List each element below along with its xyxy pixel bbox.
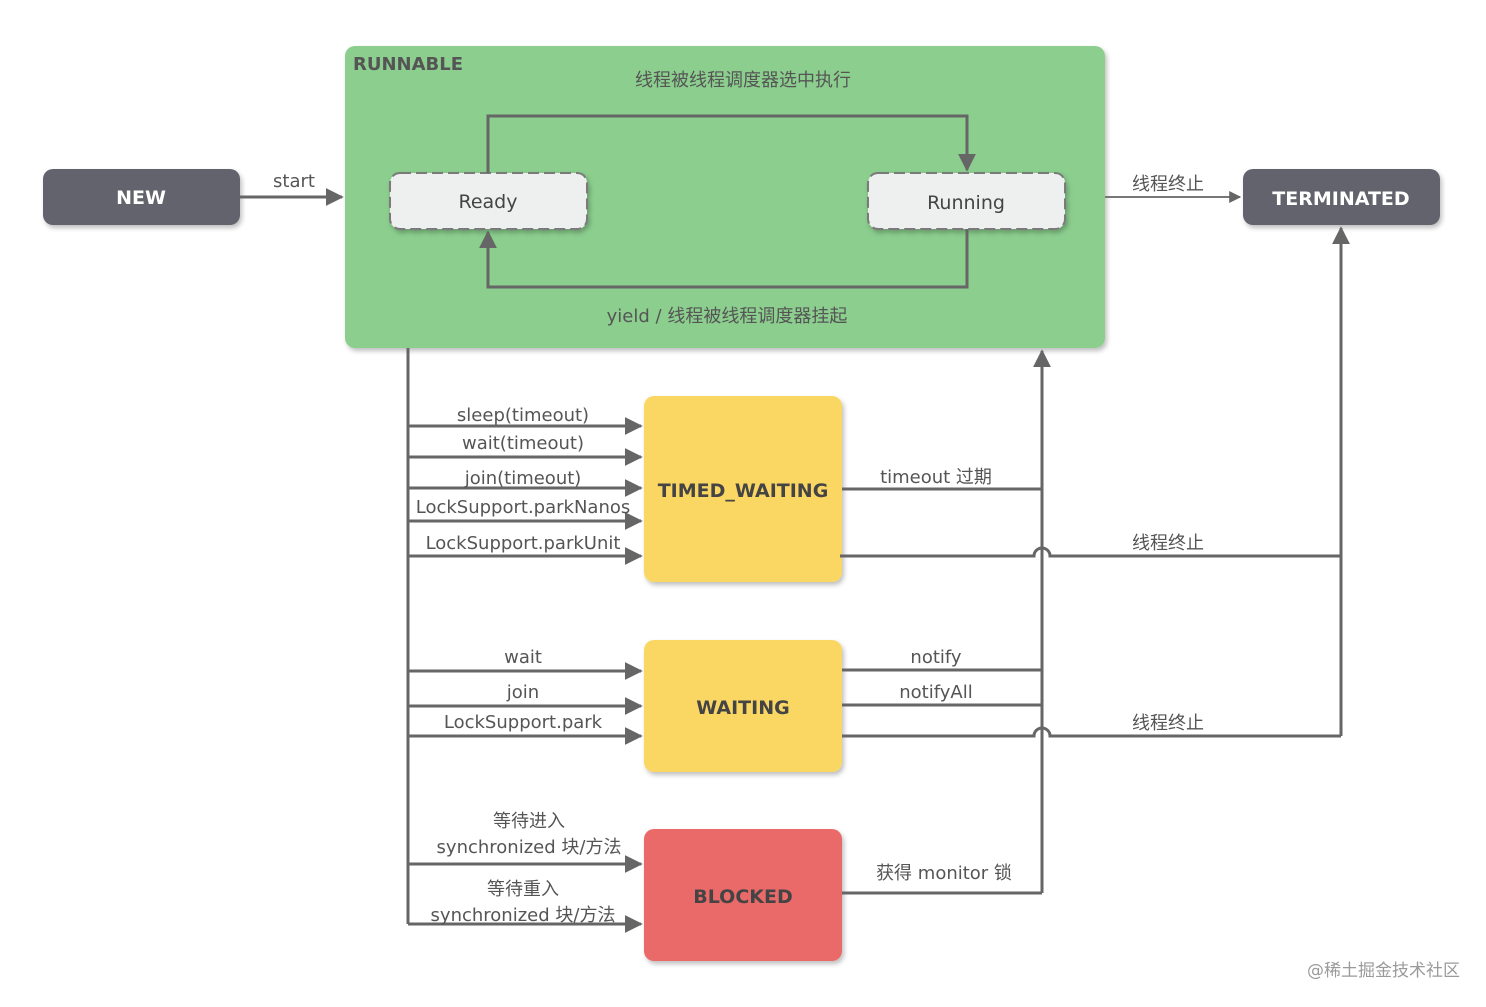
timed-waiting-state-box [644, 396, 842, 582]
yield-label: yield / 线程被线程调度器挂起 [607, 306, 848, 327]
timeout-expired-label: timeout 过期 [880, 467, 992, 488]
watermark: @稀土掘金技术社区 [1307, 961, 1460, 981]
join-timeout-label: join(timeout) [464, 468, 582, 489]
waiting-state-box [644, 640, 842, 772]
park-label: LockSupport.park [444, 712, 603, 733]
new-state-box [43, 169, 240, 225]
yield-arrow [479, 229, 969, 289]
timed-waiting-state-label: TIMED_WAITING [658, 480, 829, 502]
park-unit-label: LockSupport.parkUnit [426, 533, 621, 554]
blocked-reenter-label-1: 等待重入 [487, 879, 559, 900]
running-state-label: Running [927, 192, 1005, 214]
timed-terminate-line [840, 546, 1341, 558]
notifyall-label: notifyAll [899, 682, 972, 703]
terminated-state-label: TERMINATED [1272, 188, 1409, 210]
notify-label: notify [910, 647, 962, 668]
ready-state-label: Ready [459, 191, 518, 213]
join-label: join [506, 682, 539, 703]
wait-timeout-label: wait(timeout) [462, 433, 584, 454]
waiting-terminate-line [842, 726, 1341, 738]
park-nanos-label: LockSupport.parkNanos [416, 497, 631, 518]
runnable-state-label: RUNNABLE [353, 54, 463, 75]
monitor-acquired-label: 获得 monitor 锁 [876, 863, 1012, 884]
new-state-label: NEW [116, 187, 166, 209]
terminated-state-box [1243, 169, 1440, 225]
scheduled-label: 线程被线程调度器选中执行 [635, 70, 851, 91]
runnable-state-box [345, 46, 1105, 348]
sleep-timeout-label: sleep(timeout) [457, 405, 589, 426]
waiting-terminate-label: 线程终止 [1132, 713, 1204, 734]
runnable-terminate-label: 线程终止 [1132, 174, 1204, 195]
blocked-reenter-label-2: synchronized 块/方法 [431, 905, 616, 926]
blocked-enter-label-1: 等待进入 [493, 811, 565, 832]
timed-terminate-label: 线程终止 [1132, 533, 1204, 554]
blocked-state-box [644, 829, 842, 961]
start-label: start [273, 171, 315, 192]
scheduled-arrow [486, 114, 976, 173]
waiting-state-label: WAITING [696, 697, 789, 719]
wait-label: wait [504, 647, 542, 668]
blocked-state-label: BLOCKED [693, 886, 792, 908]
blocked-enter-label-2: synchronized 块/方法 [437, 837, 622, 858]
running-state-box [867, 172, 1066, 230]
